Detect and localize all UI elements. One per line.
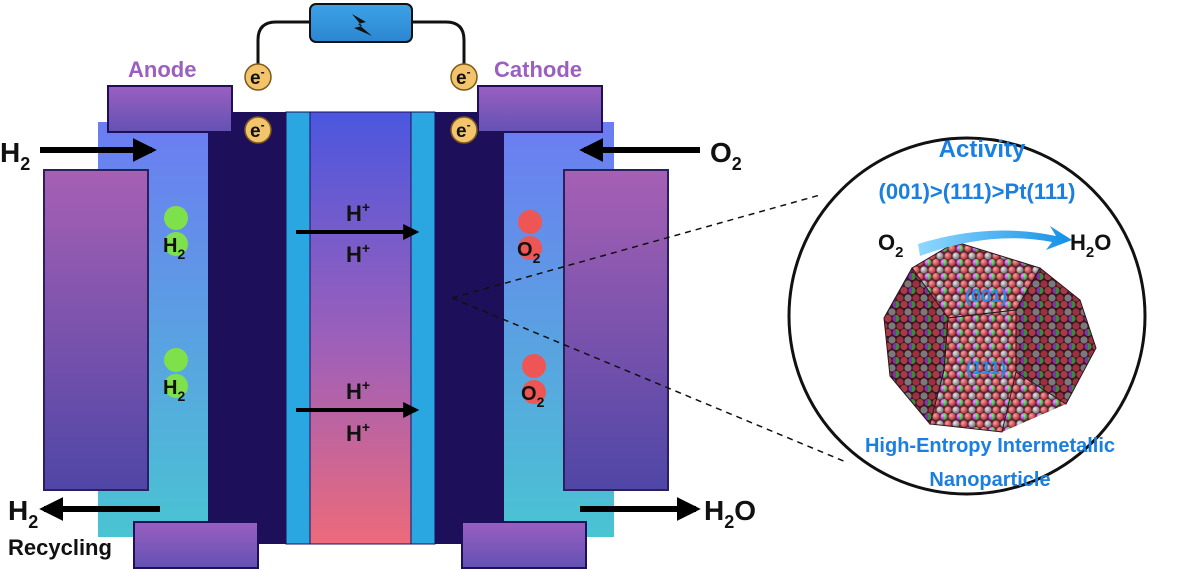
o2-molecule-lower: O2 — [521, 354, 546, 410]
h2-molecule-upper: H2 — [163, 206, 188, 262]
cathode-top-cap — [477, 85, 603, 133]
electron-badge-anode-top: e- — [244, 63, 272, 91]
cathode-label: Cathode — [494, 57, 582, 82]
inset-title: Activity — [939, 136, 1026, 163]
anode-catalyst-layer — [285, 111, 311, 545]
svg-text:H+: H+ — [346, 199, 370, 226]
electron-badge-anode-bottom: e- — [244, 116, 272, 144]
svg-text:H2: H2 — [163, 235, 185, 262]
inset-activity-order: (001)>(111)>Pt(111) — [879, 179, 1076, 204]
h2-molecule-lower: H2 — [163, 348, 188, 404]
proton-transport-upper: H+ H+ — [296, 199, 420, 267]
svg-text:e-: e- — [250, 118, 265, 142]
cathode-electrode — [432, 112, 504, 544]
h2-inlet-label: H2 — [0, 137, 30, 174]
facet-label-001: (001) — [965, 286, 1007, 306]
zoom-line-lower — [451, 297, 847, 463]
h2-outlet-label: H2 — [8, 495, 38, 532]
svg-text:e-: e- — [250, 65, 265, 89]
o2-molecule-upper: O2 — [517, 210, 542, 266]
nanoparticle-icon — [883, 241, 1097, 433]
svg-text:e-: e- — [456, 118, 471, 142]
anode-top-cap — [107, 85, 233, 133]
svg-text:O2: O2 — [521, 383, 545, 410]
recycling-label: Recycling — [8, 535, 112, 560]
proton-exchange-membrane — [309, 111, 412, 545]
zoom-line-upper — [451, 194, 821, 299]
anode-bipolar-plate — [43, 169, 149, 491]
anode-bottom-cap — [133, 521, 259, 569]
inset-reactant-o2: O2 — [878, 230, 903, 261]
electron-badge-cathode-top: e- — [450, 63, 478, 91]
external-circuit-wire — [256, 20, 466, 82]
h2o-outlet-label: H2O — [704, 495, 756, 532]
o2-inlet-label: O2 — [710, 137, 742, 174]
svg-text:H2: H2 — [163, 377, 185, 404]
inset-caption-line2: Nanoparticle — [929, 469, 1050, 491]
svg-text:O2: O2 — [517, 239, 541, 266]
inset-caption-line1: High-Entropy Intermetallic — [865, 435, 1115, 457]
cathode-bottom-cap — [461, 521, 587, 569]
load-battery-icon — [309, 3, 413, 43]
svg-text:H+: H+ — [346, 240, 370, 267]
cathode-catalyst-layer — [410, 111, 436, 545]
orr-swoosh-arrow — [918, 226, 1072, 256]
electron-badge-cathode-bottom: e- — [450, 116, 478, 144]
svg-text:H+: H+ — [346, 377, 370, 404]
svg-text:e-: e- — [456, 65, 471, 89]
anode-electrode — [208, 112, 288, 544]
inset-product-h2o: H2O — [1070, 230, 1111, 261]
facet-label-111: (111) — [966, 358, 1006, 378]
cathode-bipolar-plate — [563, 169, 669, 491]
anode-label: Anode — [128, 57, 196, 82]
svg-text:H+: H+ — [346, 419, 370, 446]
proton-transport-lower: H+ H+ — [296, 377, 420, 446]
